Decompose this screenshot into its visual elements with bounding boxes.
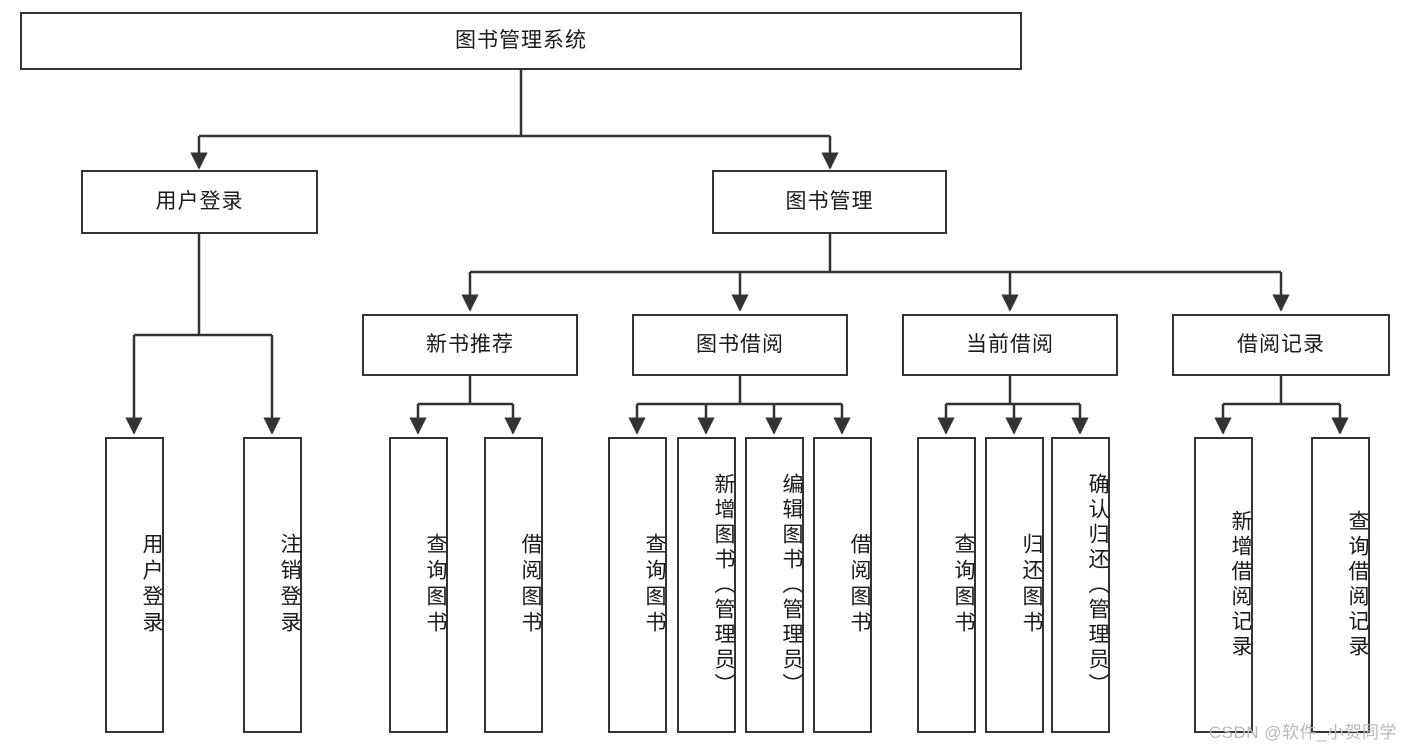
- leaf-current-borrow-confirm-return-admin[interactable]: 确认归还（管理员）: [1051, 437, 1110, 733]
- node-label: 新书推荐: [426, 333, 514, 357]
- node-label: 借阅图书: [848, 533, 871, 637]
- node-borrow-record[interactable]: 借阅记录: [1172, 314, 1390, 376]
- node-label: 查询图书: [424, 533, 447, 637]
- leaf-new-book-borrow[interactable]: 借阅图书: [484, 437, 543, 733]
- node-label: 归还图书: [1020, 533, 1043, 637]
- node-book-borrow[interactable]: 图书借阅: [632, 314, 848, 376]
- leaf-book-borrow-add-book-admin[interactable]: 新增图书（管理员）: [677, 437, 736, 733]
- node-label: 查询图书: [643, 533, 666, 637]
- leaf-user-login-logout[interactable]: 注销登录: [243, 437, 302, 733]
- leaf-borrow-record-query[interactable]: 查询借阅记录: [1311, 437, 1370, 733]
- leaf-borrow-record-add[interactable]: 新增借阅记录: [1194, 437, 1253, 733]
- node-label: 查询借阅记录: [1346, 510, 1369, 660]
- node-label: 借阅图书: [519, 533, 542, 637]
- node-label: 用户登录: [155, 190, 244, 214]
- leaf-book-borrow-query[interactable]: 查询图书: [608, 437, 667, 733]
- leaf-book-borrow-edit-book-admin[interactable]: 编辑图书（管理员）: [745, 437, 804, 733]
- node-new-book-recommend[interactable]: 新书推荐: [362, 314, 578, 376]
- node-label: 查询图书: [952, 533, 975, 637]
- node-current-borrow[interactable]: 当前借阅: [902, 314, 1118, 376]
- csdn-watermark: CSDN @软件_小贺同学: [1208, 723, 1397, 742]
- node-label: 确认归还（管理员）: [1086, 472, 1109, 698]
- node-label: 当前借阅: [966, 333, 1054, 357]
- node-label: 新增图书（管理员）: [712, 472, 735, 698]
- leaf-user-login-login[interactable]: 用户登录: [105, 437, 164, 733]
- leaf-current-borrow-query[interactable]: 查询图书: [917, 437, 976, 733]
- node-label: 借阅记录: [1237, 333, 1325, 357]
- node-label: 图书管理: [785, 190, 874, 214]
- leaf-book-borrow-borrow[interactable]: 借阅图书: [813, 437, 872, 733]
- node-label: 图书借阅: [696, 333, 784, 357]
- node-label: 图书管理系统: [455, 29, 587, 53]
- node-book-management[interactable]: 图书管理: [712, 170, 947, 234]
- node-label: 新增借阅记录: [1229, 510, 1252, 660]
- node-label: 注销登录: [278, 533, 301, 637]
- node-user-login[interactable]: 用户登录: [81, 170, 318, 234]
- leaf-current-borrow-return[interactable]: 归还图书: [985, 437, 1044, 733]
- node-label: 用户登录: [140, 533, 163, 637]
- node-root-book-management-system[interactable]: 图书管理系统: [20, 12, 1022, 70]
- leaf-new-book-query[interactable]: 查询图书: [389, 437, 448, 733]
- node-label: 编辑图书（管理员）: [780, 472, 803, 698]
